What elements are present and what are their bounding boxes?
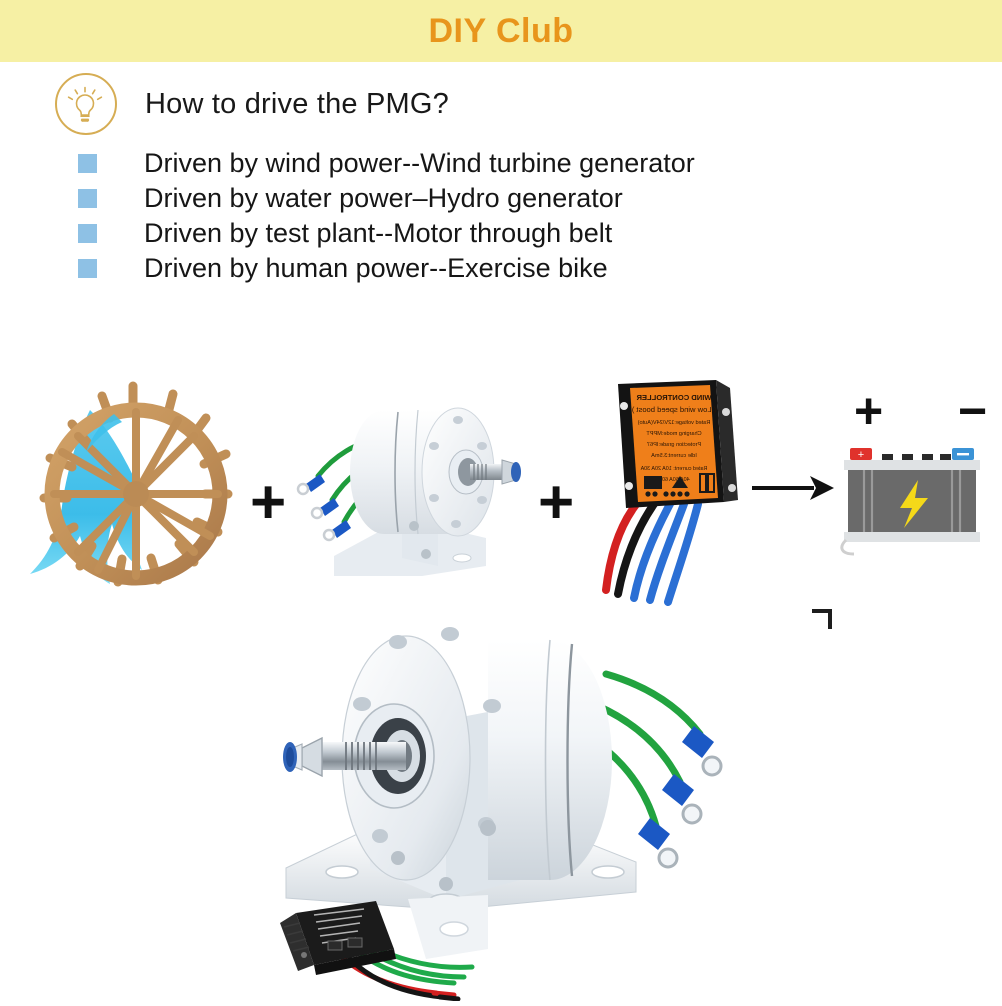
svg-text:Protection grade:IP67: Protection grade:IP67 <box>647 442 701 448</box>
svg-text:( Low wind speed boost ): ( Low wind speed boost ) <box>631 405 716 414</box>
list-item-label: Driven by wind power--Wind turbine gener… <box>144 148 695 178</box>
page-title: DIY Club <box>428 12 574 50</box>
question-row: How to drive the PMG? <box>0 70 1002 138</box>
wind-controller-hero-photo <box>258 893 488 1002</box>
bullet-square-icon <box>78 224 97 243</box>
bullet-square-icon <box>78 154 97 173</box>
header-band: DIY Club <box>0 0 1002 62</box>
list-item-label: Driven by human power--Exercise bike <box>144 253 608 283</box>
wind-charge-controller: WIND CONTROLLER ( Low wind speed boost )… <box>596 378 776 615</box>
svg-text:Charging mode:MPPT: Charging mode:MPPT <box>646 431 702 437</box>
battery-minus-symbol: − <box>958 383 988 439</box>
list-item: Driven by wind power--Wind turbine gener… <box>0 146 1002 181</box>
svg-text:40A 50A 60A: 40A 50A 60A <box>658 477 690 483</box>
svg-text:WIND CONTROLLER: WIND CONTROLLER <box>636 393 712 402</box>
svg-text:Rated current: 10A 20A 30A: Rated current: 10A 20A 30A <box>640 466 707 472</box>
svg-text:Idle current:3.5mA: Idle current:3.5mA <box>651 453 697 459</box>
list-item-label: Driven by water power–Hydro generator <box>144 183 623 213</box>
lightbulb-icon <box>55 73 117 135</box>
bullet-square-icon <box>78 259 97 278</box>
plus-operator-2: + <box>538 468 575 537</box>
pmg-generator-hero-photo <box>250 600 730 940</box>
bullet-square-icon <box>78 189 97 208</box>
list-item: Driven by test plant--Motor through belt <box>0 216 1002 251</box>
bullet-list: Driven by wind power--Wind turbine gener… <box>0 146 1002 286</box>
svg-text:+: + <box>858 449 864 461</box>
water-wheel-illustration <box>18 378 248 598</box>
permanent-magnet-generator <box>290 380 530 595</box>
list-item: Driven by water power–Hydro generator <box>0 181 1002 216</box>
plus-operator-1: + <box>250 468 287 537</box>
list-item-label: Driven by test plant--Motor through belt <box>144 218 613 248</box>
svg-text:Rated voltage:12V/24V(Auto): Rated voltage:12V/24V(Auto) <box>637 420 710 426</box>
question-heading: How to drive the PMG? <box>145 87 449 120</box>
list-item: Driven by human power--Exercise bike <box>0 251 1002 286</box>
flow-arrow <box>752 472 836 509</box>
process-diagram: + <box>0 360 1002 610</box>
corner-bracket-mark <box>812 609 832 629</box>
battery-plus-symbol: + <box>854 383 884 439</box>
